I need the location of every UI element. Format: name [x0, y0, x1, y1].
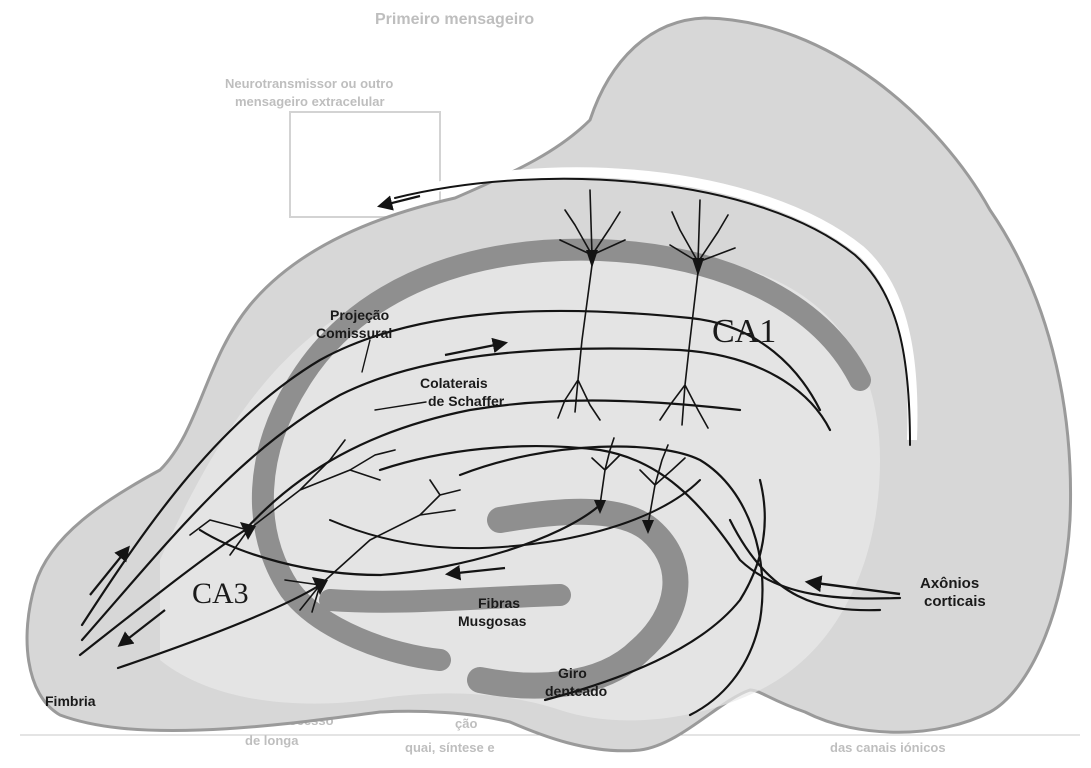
bg-bottom-mid: ção [455, 716, 477, 731]
bg-bottom-mid-2: quai, síntese e [405, 740, 495, 755]
label-musgosas: Musgosas [458, 613, 527, 629]
bg-heading: Primeiro mensageiro [375, 11, 534, 28]
bg-note-line-2: mensageiro extracelular [235, 94, 385, 109]
bg-bottom-right: das canais iónicos [830, 740, 946, 755]
label-giro: Giro [558, 665, 587, 681]
label-corticais: corticais [924, 593, 986, 610]
label-projecao: Projeção [330, 307, 389, 323]
label-de-schaffer: de Schaffer [428, 393, 505, 409]
label-ca3: CA3 [192, 577, 249, 610]
label-fibras: Fibras [478, 595, 520, 611]
label-fimbria: Fimbria [45, 693, 96, 709]
label-colaterais: Colaterais [420, 375, 488, 391]
label-ca1: CA1 [712, 313, 776, 350]
bg-note-line-1: Neurotransmissor ou outro [225, 76, 393, 91]
mossy-fiber-band [330, 595, 560, 602]
label-denteado: denteado [545, 683, 607, 699]
label-axonios: Axônios [920, 575, 979, 592]
label-comissural: Comissural [316, 325, 392, 341]
